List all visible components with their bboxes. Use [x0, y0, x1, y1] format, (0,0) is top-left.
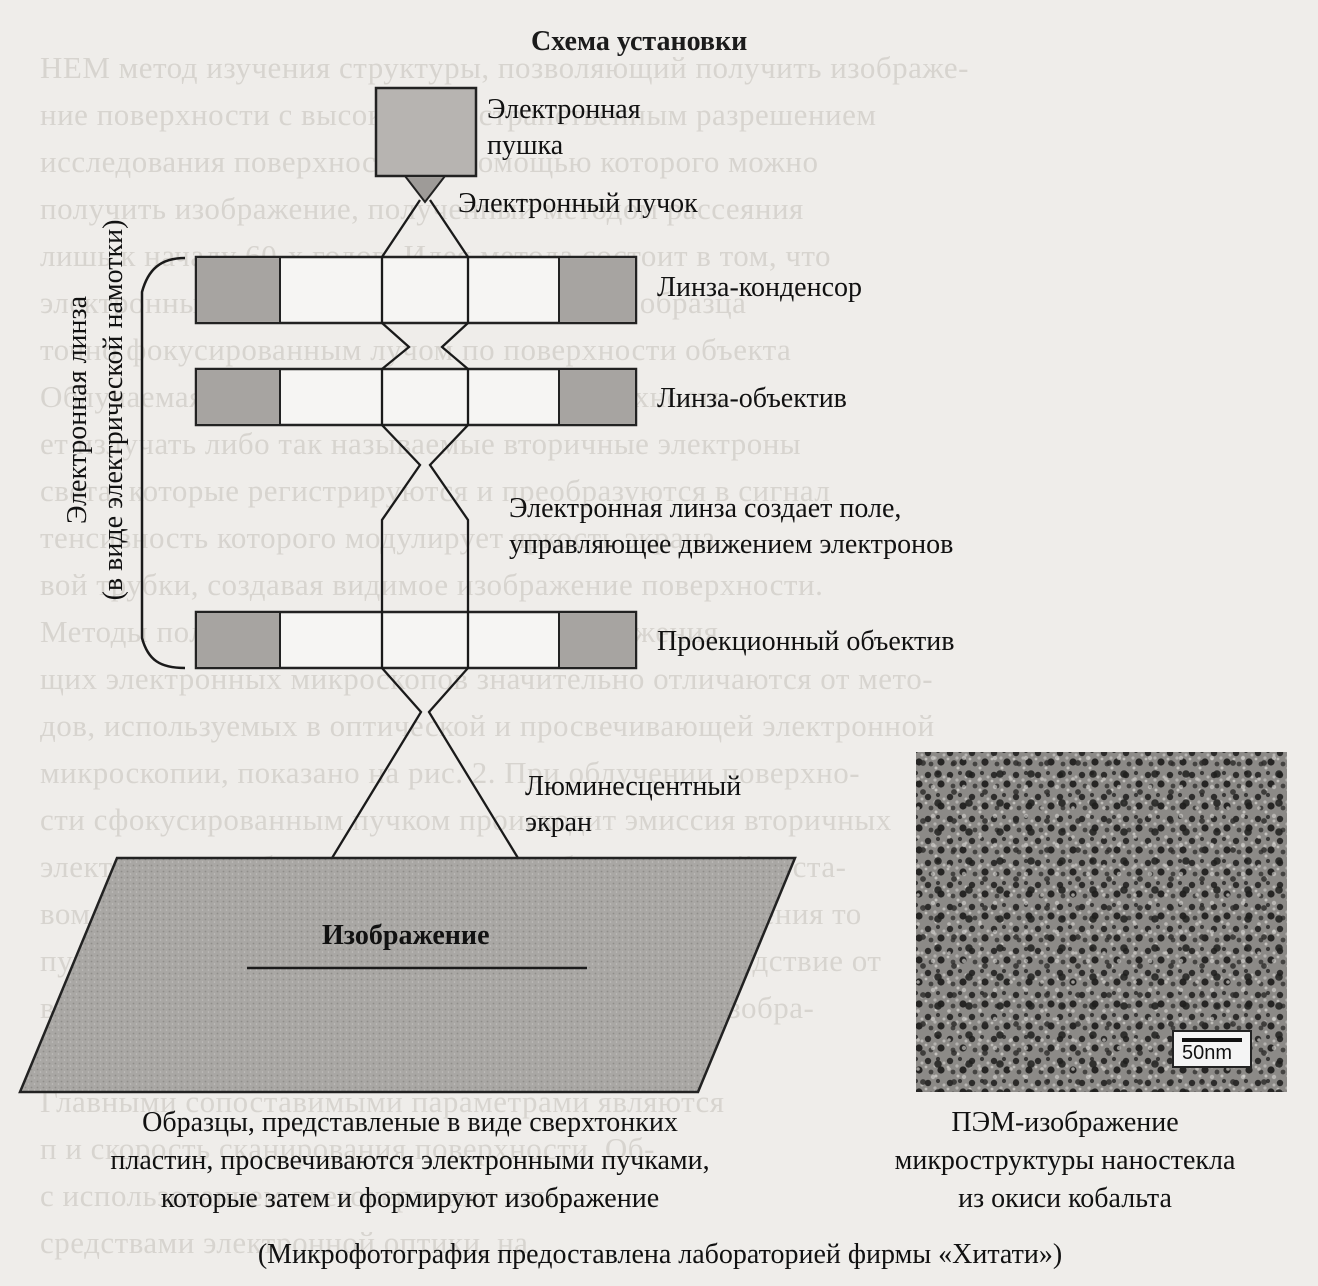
caption-left: Образцы, представленые в виде сверхтонки…	[110, 1107, 710, 1214]
luminescent-screen	[18, 856, 797, 1094]
label-projection-lens: Проекционный объектив	[657, 626, 955, 657]
electron-beam-paths	[264, 199, 586, 969]
label-objective-lens: Линза-объектив	[657, 383, 847, 414]
label-image: Изображение	[322, 920, 490, 951]
scale-bar-label: 50nm	[1182, 1042, 1233, 1064]
electron-gun	[374, 86, 478, 178]
label-luminescent-screen: Люминесцентный экран	[525, 771, 742, 838]
caption-right: ПЭМ-изображение микроструктуры наностекл…	[894, 1107, 1236, 1214]
projection-coil-right	[558, 611, 637, 669]
scale-bar: 50nm	[1172, 1030, 1252, 1068]
objective-coil-right	[558, 368, 637, 426]
projection-coil-left	[195, 611, 281, 669]
objective-coil-left	[195, 368, 281, 426]
label-lens-group: Электронная линза (в виде электрической …	[62, 219, 129, 601]
label-condenser-lens: Линза-конденсор	[657, 272, 863, 303]
diagram-title: Схема установки	[531, 26, 748, 57]
label-electron-beam: Электронный пучок	[458, 188, 698, 219]
label-electron-gun: Электронная пушка	[487, 94, 641, 161]
lens-group-bracket	[140, 256, 186, 670]
caption-bottom: (Микрофотография предоставлена лаборатор…	[257, 1239, 1063, 1270]
gun-tip	[402, 175, 448, 204]
condenser-coil-left	[195, 256, 281, 324]
scale-bar-line	[1182, 1038, 1242, 1042]
condenser-coil-right	[558, 256, 637, 324]
label-lens-field-note: Электронная линза создает поле, управляю…	[509, 493, 954, 560]
